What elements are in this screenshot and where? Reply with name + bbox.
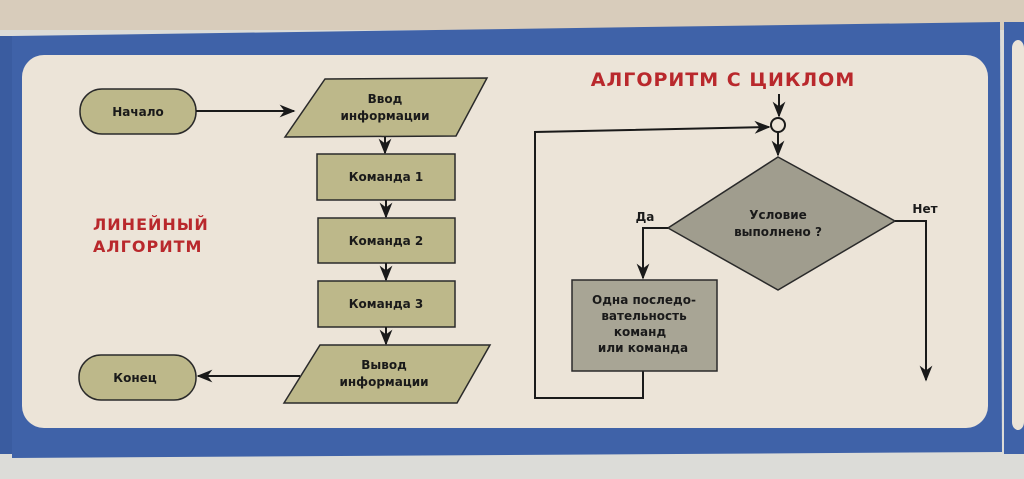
junction-circle	[770, 117, 786, 133]
poster-panel	[22, 55, 988, 428]
loop-title: Алгоритм с циклом	[591, 69, 856, 91]
output-block: Вывод информации	[282, 344, 492, 404]
loop-body-block: Одна последо- вательность команд или ком…	[571, 279, 718, 372]
condition-label-line2: выполнено ?	[734, 225, 822, 239]
linear-title-line2: алгоритм	[93, 237, 202, 256]
condition-diamond: Условие выполнено ?	[666, 156, 897, 291]
body-label-line: Одна последо-	[592, 293, 696, 307]
input-block: Ввод информации	[283, 77, 489, 138]
no-label: Нет	[912, 202, 937, 216]
wall-bottom	[0, 455, 1024, 479]
body-label-line: команд	[614, 325, 667, 339]
command-label: Команда 2	[349, 234, 424, 248]
input-label-line1: Ввод	[368, 92, 403, 106]
start-terminal: Начало	[79, 88, 197, 135]
command-label: Команда 3	[349, 297, 424, 311]
body-label-line: или команда	[598, 341, 688, 355]
no-branch-line	[895, 220, 933, 382]
output-label-line2: информации	[339, 375, 428, 389]
linear-title-line1: Линейный	[93, 215, 209, 234]
condition-label-line1: Условие	[749, 208, 807, 222]
command-label: Команда 1	[349, 170, 424, 184]
output-label-line1: Вывод	[361, 358, 407, 372]
right-panel-inner	[1012, 40, 1024, 430]
command-block-1: Команда 1	[316, 153, 456, 201]
end-label: Конец	[113, 371, 156, 385]
command-block-2: Команда 2	[317, 217, 456, 264]
start-label: Начало	[112, 105, 164, 119]
yes-branch-line	[636, 227, 668, 280]
loop-back-line	[534, 120, 771, 399]
body-label-line: вательность	[601, 309, 687, 323]
command-block-3: Команда 3	[317, 280, 456, 328]
end-terminal: Конец	[78, 354, 197, 401]
input-label-line2: информации	[340, 109, 429, 123]
yes-label: Да	[636, 210, 655, 224]
left-panel-edge	[0, 36, 12, 454]
